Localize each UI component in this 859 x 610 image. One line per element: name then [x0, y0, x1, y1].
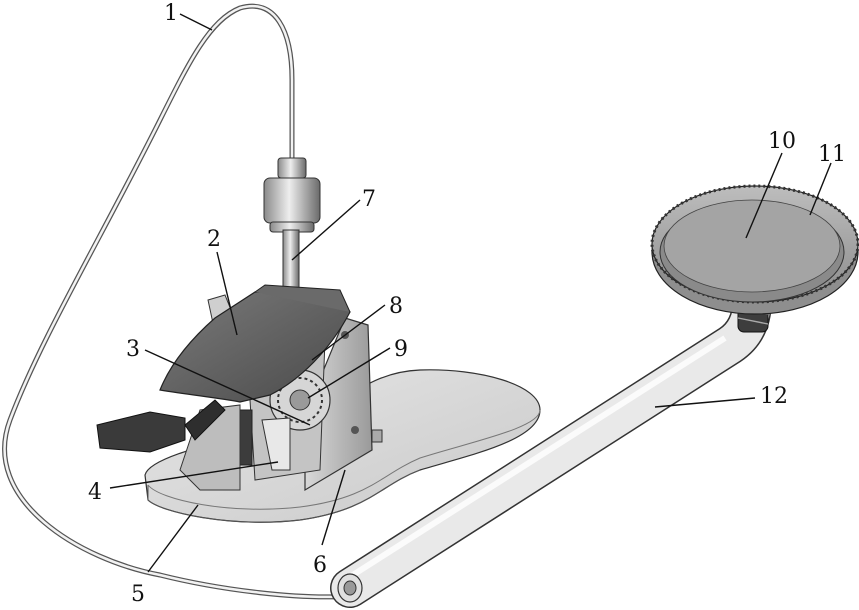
- gear-mechanism: [239, 338, 331, 481]
- leader-9: [307, 347, 391, 399]
- callout-5: 5: [131, 582, 145, 607]
- callout-9: 9: [394, 337, 408, 362]
- callout-6: 6: [313, 553, 327, 578]
- leader-2: [216, 251, 238, 336]
- push-rod: [282, 229, 300, 293]
- leader-10: [745, 152, 783, 239]
- callout-3: 3: [126, 337, 140, 362]
- side-bracket: [304, 317, 383, 492]
- callout-labels: 1 2 3 4 5 6 7 8 9 10 11 12: [88, 1, 846, 607]
- cable-connector: [263, 157, 321, 233]
- leader-3: [144, 349, 311, 426]
- callout-7: 7: [362, 187, 376, 212]
- leader-11: [809, 162, 832, 216]
- callout-12: 12: [760, 384, 788, 409]
- leader-1: [179, 13, 213, 31]
- leader-lines: [109, 13, 832, 573]
- disk-assembly: [650, 184, 859, 315]
- callout-2: 2: [207, 227, 221, 252]
- leader-12: [654, 397, 756, 408]
- callout-4: 4: [88, 480, 102, 505]
- callout-1: 1: [164, 1, 178, 26]
- leader-6: [321, 469, 346, 546]
- leader-4: [109, 461, 279, 489]
- callout-8: 8: [389, 294, 403, 319]
- cable: [2, 3, 353, 600]
- leader-7: [291, 199, 361, 261]
- foot-pad: [96, 399, 226, 453]
- callout-10: 10: [768, 129, 796, 154]
- leader-8: [311, 304, 386, 361]
- leader-5: [147, 504, 199, 573]
- callout-11: 11: [818, 142, 846, 167]
